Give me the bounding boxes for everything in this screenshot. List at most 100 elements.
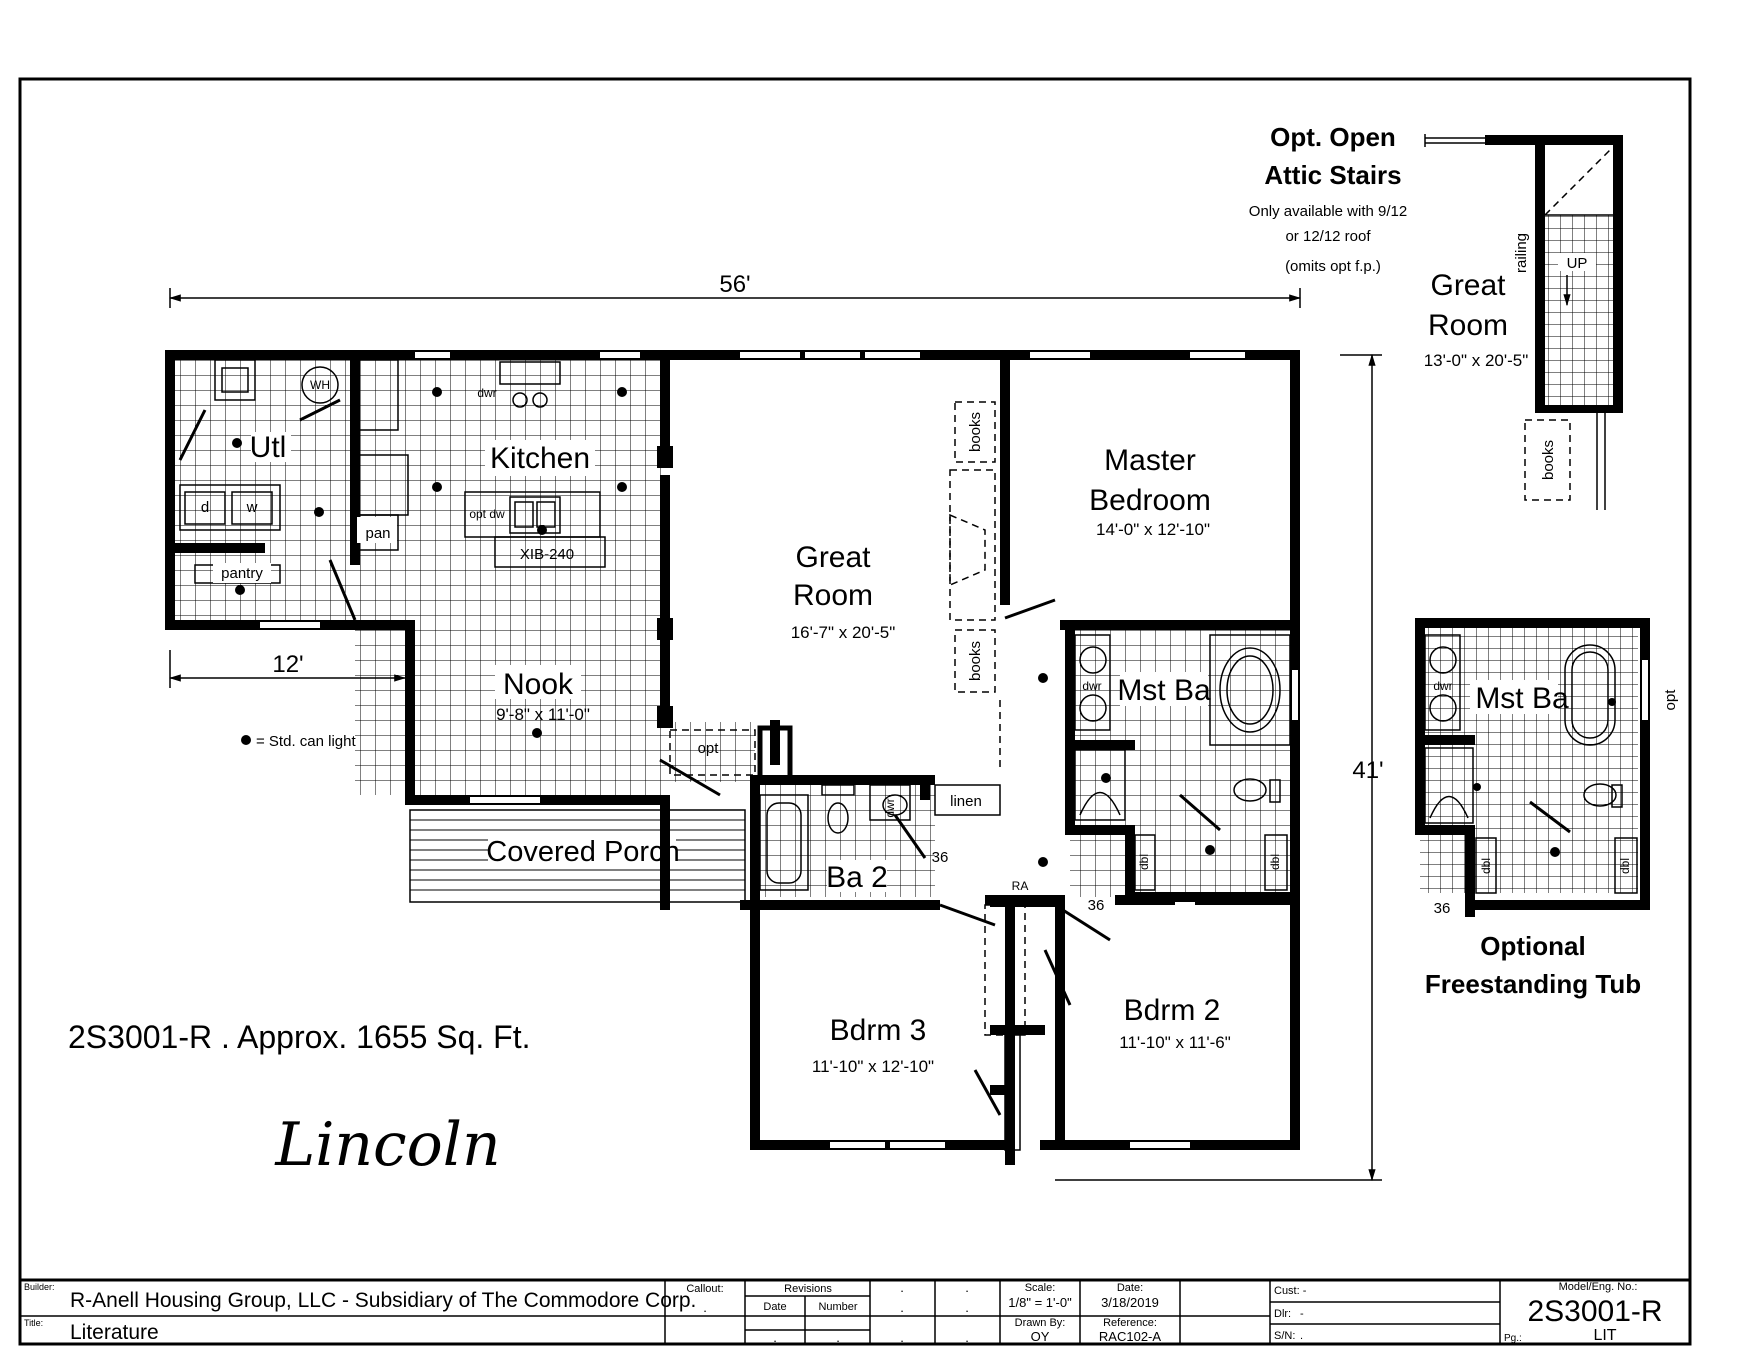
- great-room-label-2: Room: [793, 579, 873, 612]
- utility-label: Utl: [250, 431, 287, 464]
- model-value: 2S3001-R: [1527, 1295, 1662, 1328]
- rev-number-label: Number: [818, 1301, 857, 1313]
- master-bedroom-size: 14'-0" x 12'-10": [1096, 520, 1210, 539]
- attic-stairs-inset: [1424, 134, 1623, 510]
- rev-date-label: Date: [763, 1301, 786, 1313]
- bdrm2-label: Bdrm 2: [1124, 994, 1221, 1027]
- optional-tub-inset: [1415, 618, 1650, 917]
- washer-label: w: [246, 499, 258, 516]
- linen-label: linen: [950, 793, 982, 810]
- attic-great-room-2: Room: [1428, 309, 1508, 342]
- dlr-label: Dlr:: [1274, 1308, 1291, 1320]
- ra-label: RA: [769, 745, 783, 762]
- attic-great-room-1: Great: [1430, 269, 1506, 302]
- title-block-text: Builder: R-Anell Housing Group, LLC - Su…: [24, 1280, 1663, 1345]
- master-bath-label: Mst Ba: [1117, 674, 1211, 707]
- revisions-label: Revisions: [784, 1283, 832, 1295]
- opt-tub-dbl-right: dbl: [1618, 858, 1632, 874]
- rev-date-dot: .: [773, 1330, 777, 1345]
- reference-value: RAC102-A: [1099, 1329, 1161, 1344]
- door-36-label-hall: 36: [1088, 897, 1105, 914]
- column-posts: [657, 446, 1060, 907]
- pg-value: LIT: [1593, 1327, 1616, 1344]
- bath2-label: Ba 2: [826, 861, 888, 894]
- opt-dw-label: opt dw: [469, 507, 505, 521]
- attic-note-1: Only available with 9/12: [1249, 203, 1407, 220]
- kitchen-label: Kitchen: [490, 442, 590, 475]
- model-title: 2S3001-R . Approx. 1655 Sq. Ft.: [68, 1019, 531, 1055]
- sn-value: .: [1300, 1330, 1303, 1342]
- optional-tub-text: Mst Ba dwr opt dbl dbl 36 Optional Frees…: [1425, 679, 1679, 999]
- water-heater: [301, 366, 339, 404]
- attic-room-size: 13'-0" x 20'-5": [1424, 351, 1529, 370]
- bdrm3-size: 11'-10" x 12'-10": [812, 1057, 934, 1076]
- rev-col4-dot1: .: [965, 1280, 969, 1295]
- nook-size: 9'-8" x 11'-0": [496, 705, 590, 724]
- master-bedroom-label-1: Master: [1104, 444, 1196, 477]
- door-36-label-bath: 36: [932, 849, 949, 866]
- model-label: Model/Eng. No.:: [1559, 1281, 1638, 1293]
- reference-label: Reference:: [1103, 1317, 1157, 1329]
- great-room-size: 16'-7" x 20'-5": [791, 623, 896, 642]
- dbl-label-left: dbl: [1137, 854, 1151, 870]
- nook-label: Nook: [503, 668, 574, 701]
- callout-value: .: [703, 1300, 707, 1315]
- title-value: Literature: [70, 1321, 159, 1344]
- rev-col3-dot3: .: [900, 1330, 904, 1345]
- opt-tub-mst-ba: Mst Ba: [1475, 682, 1569, 715]
- master-bedroom-label-2: Bedroom: [1089, 484, 1211, 517]
- callout-label: Callout:: [686, 1283, 723, 1295]
- scale-label: Scale:: [1025, 1282, 1056, 1294]
- island-label: XIB-240: [520, 546, 574, 563]
- legend-text: = Std. can light: [256, 733, 356, 750]
- opt-tub-dbl-left: dbl: [1479, 858, 1493, 874]
- attic-title-2: Attic Stairs: [1264, 160, 1401, 190]
- ra-box: [757, 725, 793, 781]
- pg-label: Pg.:: [1504, 1333, 1522, 1344]
- drawn-by-label: Drawn By:: [1015, 1317, 1066, 1329]
- attic-stairs-text: Opt. Open Attic Stairs Only available wi…: [1249, 122, 1588, 480]
- master-dwr-label: dwr: [1082, 679, 1101, 693]
- water-heater-label: WH: [310, 378, 330, 392]
- pantry-label: pantry: [221, 565, 263, 582]
- main-floor-plan: [165, 288, 1382, 1182]
- kitchen-dwr-label: dwr: [477, 386, 496, 400]
- utility-width-label: 12': [272, 651, 303, 678]
- stair-treads: [1545, 215, 1613, 405]
- master-bath-fixtures: [1074, 634, 1291, 891]
- sn-label: S/N:: [1274, 1330, 1295, 1342]
- builder-label: Builder:: [24, 1282, 55, 1292]
- dbl-label-right: dbl: [1268, 854, 1282, 870]
- dryer-label: d: [201, 499, 209, 516]
- attic-books-label: books: [1540, 440, 1557, 480]
- attic-title-1: Opt. Open: [1270, 122, 1396, 152]
- rev-col4-dot3: .: [965, 1330, 969, 1345]
- porch-label-bg: [488, 832, 676, 866]
- bdrm3-label: Bdrm 3: [830, 1014, 927, 1047]
- covered-porch-label: Covered Porch: [486, 836, 679, 868]
- books-label-upper: books: [967, 412, 984, 452]
- ra-label-hall: RA: [1012, 879, 1029, 893]
- rev-col3-dot1: .: [900, 1280, 904, 1295]
- drawn-by-value: OY: [1031, 1329, 1050, 1344]
- opt-tub-opt: opt: [1662, 689, 1679, 711]
- windows: [260, 352, 1298, 1148]
- bdrm2-size: 11'-10" x 11'-6": [1119, 1033, 1231, 1052]
- plan-name: Lincoln: [274, 1110, 500, 1180]
- attic-note-3: (omits opt f.p.): [1285, 258, 1381, 275]
- overall-width-label: 56': [719, 271, 750, 298]
- opt-box: [669, 729, 756, 776]
- stairs-up-label: UP: [1567, 255, 1588, 272]
- rev-col4-dot2: .: [965, 1300, 969, 1315]
- legend-dot: [241, 735, 251, 745]
- title-label: Title:: [24, 1318, 43, 1328]
- attic-note-2: or 12/12 roof: [1285, 228, 1371, 245]
- opt-tub-36: 36: [1434, 900, 1451, 917]
- cust-label: Cust: -: [1274, 1285, 1307, 1297]
- opt-tub-title-2: Freestanding Tub: [1425, 969, 1641, 999]
- plan-text: 56' 41' 12' Utl Kitchen Great Room 16'-7…: [68, 271, 1384, 1180]
- title-block: [18, 1278, 1692, 1346]
- pan-label: pan: [365, 525, 390, 542]
- door-swings: [178, 398, 1221, 1116]
